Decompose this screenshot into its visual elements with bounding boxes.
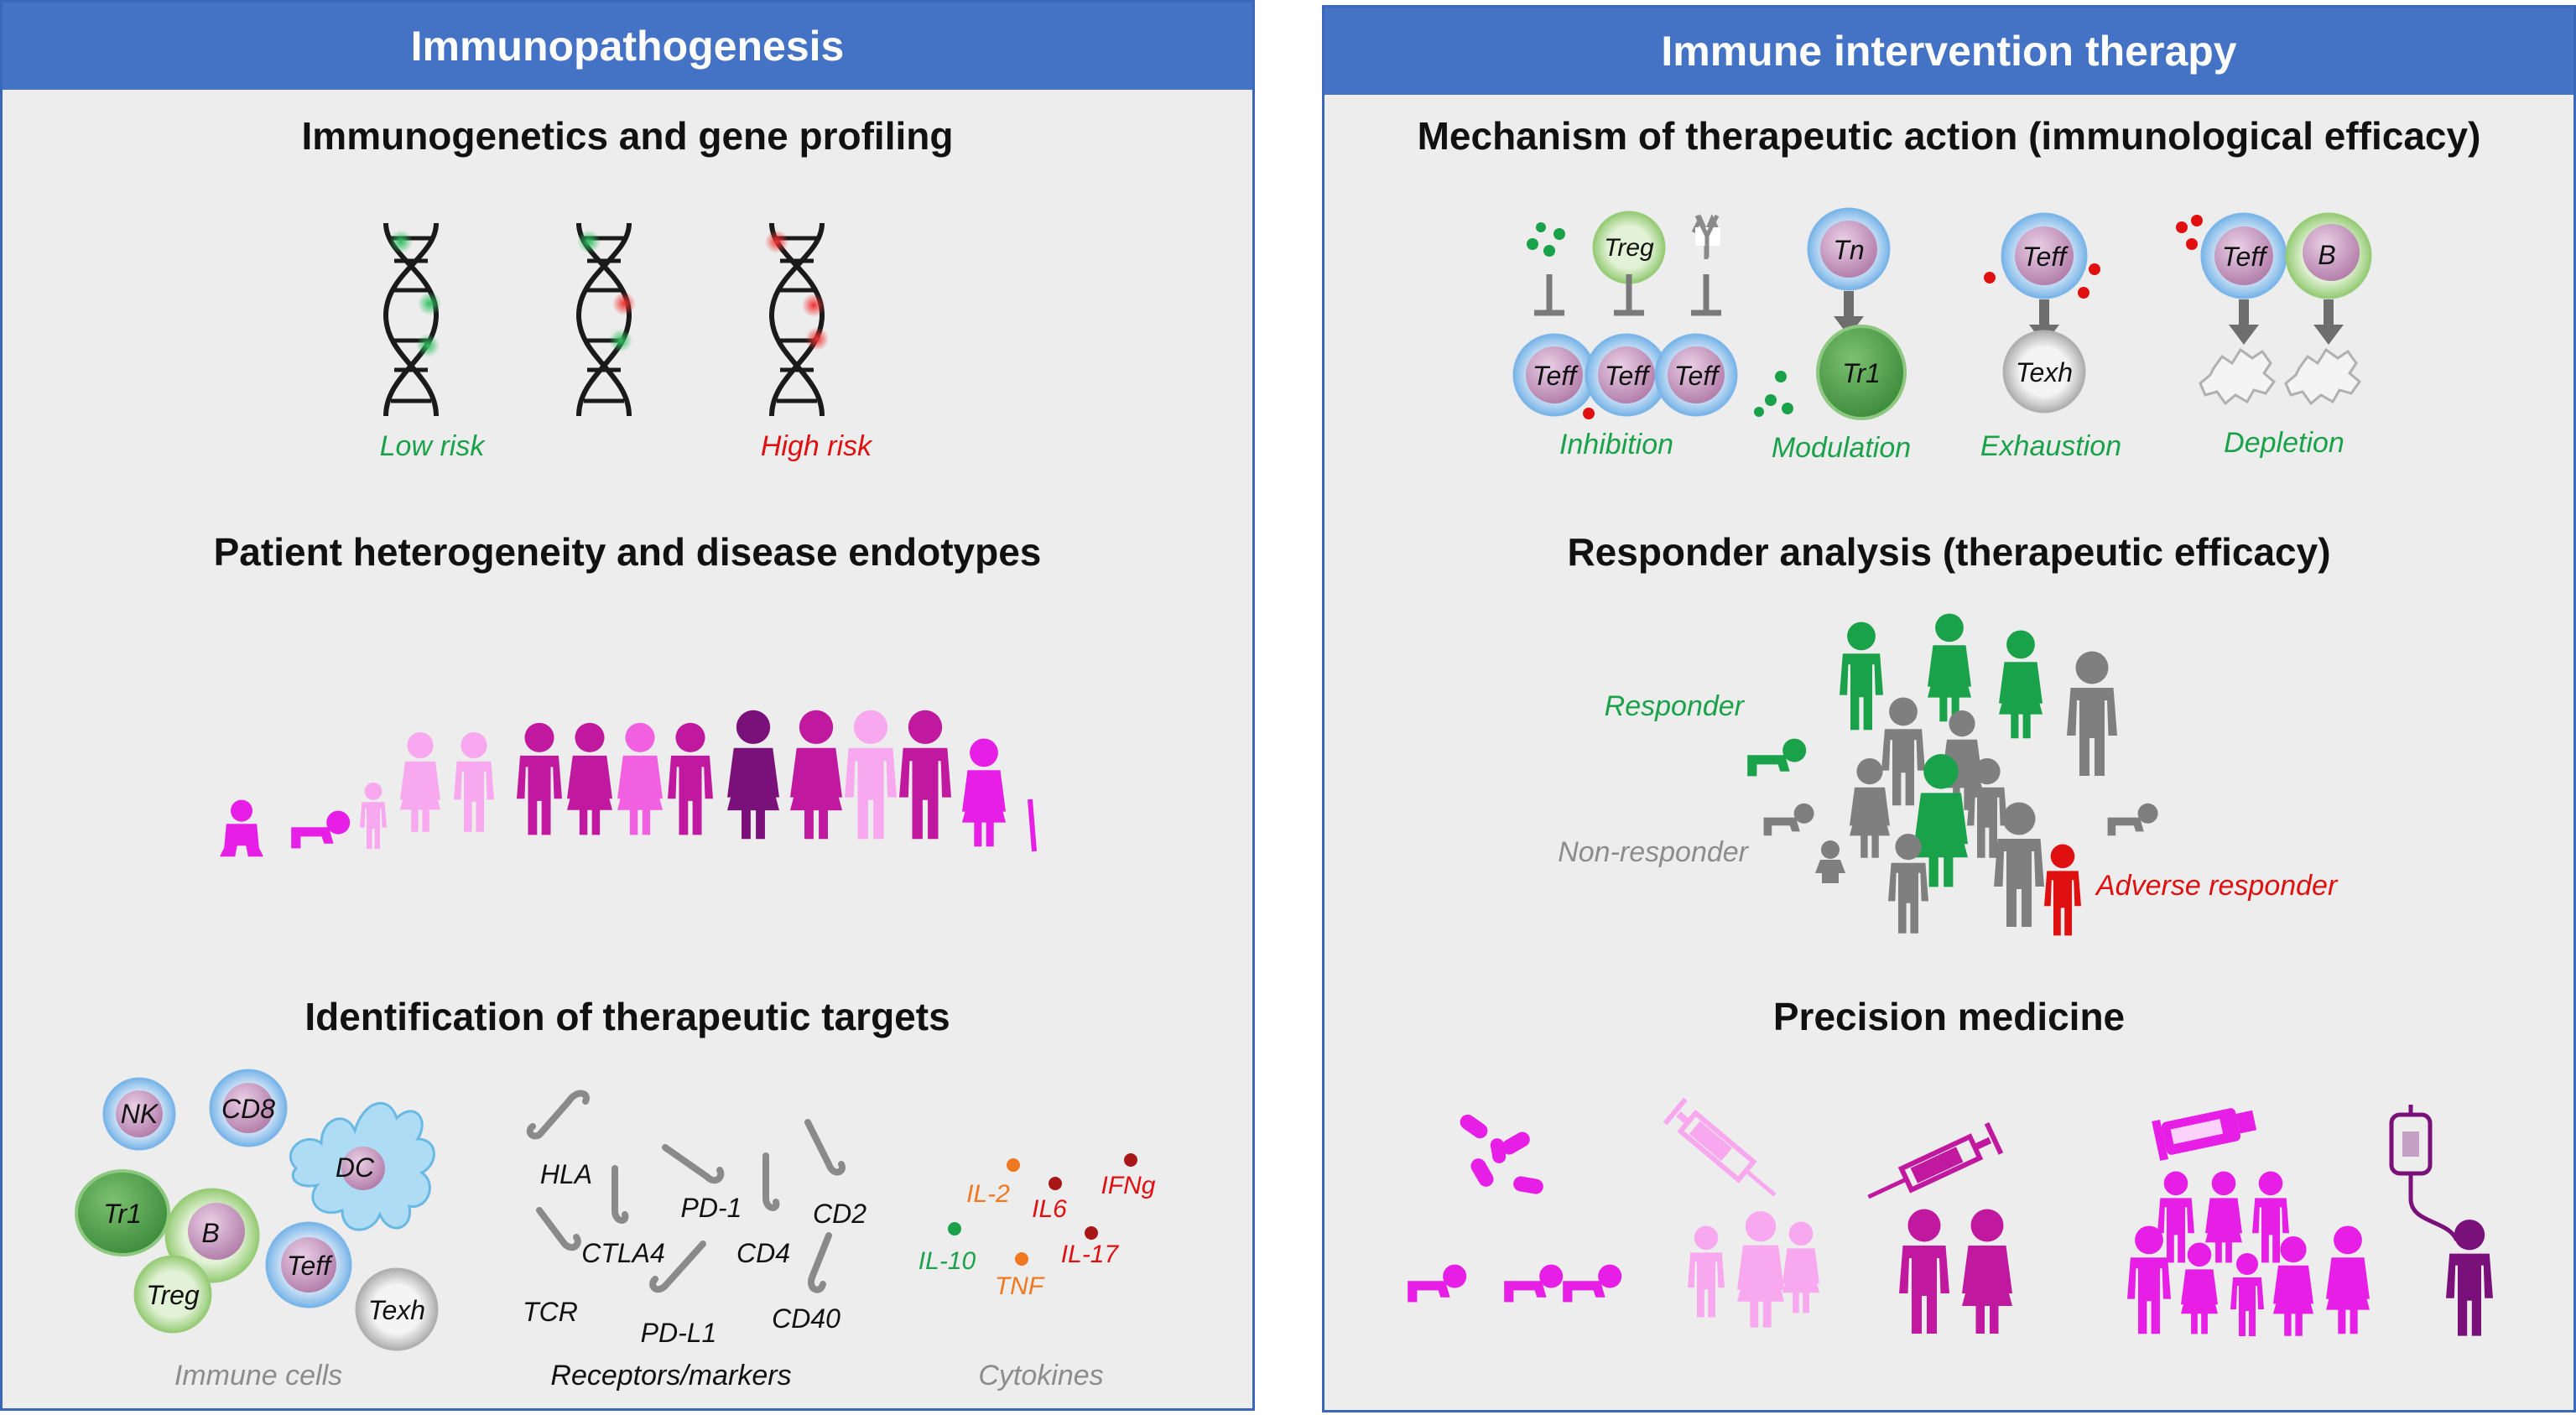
tr1-cell-icon: Tr1: [75, 1169, 170, 1256]
immunopathogenesis-panel: Immunopathogenesis Immunogenetics and ge…: [0, 0, 1255, 1411]
svg-text:Teff: Teff: [2022, 242, 2069, 272]
cytokines-caption: Cytokines: [978, 1360, 1103, 1392]
receptors-caption: Receptors/markers: [550, 1360, 791, 1392]
immunopathogenesis-illustration: Low risk High risk NK: [75, 3, 1156, 1392]
svg-text:Tn: Tn: [1833, 235, 1864, 265]
b-cell-icon: B: [164, 1188, 260, 1283]
svg-text:NK: NK: [121, 1099, 159, 1129]
receptors-icon: [526, 1090, 846, 1293]
high-risk-dna-icon: [765, 223, 829, 416]
exhaustion-label: Exhaustion: [1980, 430, 2121, 462]
inhibition-label: Inhibition: [1559, 429, 1673, 460]
nk-cell-icon: NK: [102, 1077, 176, 1151]
depletion-label: Depletion: [2224, 427, 2344, 459]
il10-label: IL-10: [919, 1247, 976, 1275]
svg-text:Tr1: Tr1: [1842, 358, 1881, 388]
mechanism-title: Mechanism of therapeutic action (immunol…: [1417, 114, 2481, 158]
responder-analysis-title: Responder analysis (therapeutic efficacy…: [1567, 530, 2331, 574]
svg-text:B: B: [2318, 240, 2335, 270]
syringe-pink-group-icon: [1663, 1097, 1819, 1328]
high-risk-label: High risk: [761, 430, 873, 462]
syringe-magenta-group-icon: [1867, 1121, 2012, 1334]
svg-text:Treg: Treg: [146, 1280, 200, 1310]
low-risk-label: Low risk: [380, 430, 487, 462]
gene-profiling-title: Immunogenetics and gene profiling: [301, 114, 954, 158]
immune-intervention-header: Immune intervention therapy: [1324, 8, 2573, 95]
immune-intervention-panel: Immune intervention therapy Mechanism of…: [1322, 5, 2576, 1412]
cytokine-dots-icon: [948, 1153, 1137, 1266]
texh-cell-icon: Texh: [355, 1267, 439, 1351]
cd8-cell-icon: CD8: [209, 1069, 288, 1147]
low-risk-dna-icon: [386, 223, 441, 416]
precision-medicine-title: Precision medicine: [1772, 995, 2126, 1038]
depletion-icon: Teff B: [2176, 212, 2372, 406]
pills-group-icon: [1408, 1114, 1622, 1303]
modulation-label: Modulation: [1772, 432, 1911, 464]
modulation-icon: Tn Tr1: [1754, 207, 1907, 420]
svg-text:Tr1: Tr1: [103, 1199, 142, 1229]
svg-text:Texh: Texh: [368, 1295, 425, 1325]
medium-risk-dna-icon: [577, 223, 636, 416]
cd2-label: CD2: [813, 1199, 866, 1229]
svg-text:B: B: [201, 1218, 219, 1248]
inhibition-icon: Treg Teff Teff Teff: [1512, 211, 1738, 419]
cd40-label: CD40: [772, 1303, 840, 1334]
il2-label: IL-2: [966, 1180, 1010, 1208]
tcr-label: TCR: [523, 1297, 578, 1327]
svg-text:Texh: Texh: [2016, 357, 2073, 388]
immune-intervention-illustration: Treg Teff Teff Teff Inhibition Tn Tr1 Mo…: [1408, 207, 2493, 1336]
ointment-group-icon: [2127, 1108, 2370, 1336]
treg-cell-icon: Treg: [133, 1255, 212, 1334]
therapeutic-targets-title: Identification of therapeutic targets: [304, 995, 950, 1038]
svg-text:Teff: Teff: [2222, 242, 2268, 272]
svg-text:Treg: Treg: [1604, 234, 1654, 262]
svg-text:Teff: Teff: [1605, 361, 1651, 391]
ifng-label: IFNg: [1101, 1172, 1155, 1199]
svg-text:CD8: CD8: [221, 1094, 275, 1124]
responder-label: Responder: [1605, 690, 1746, 722]
iv-drip-group-icon: [2389, 1105, 2493, 1336]
ctla4-label: CTLA4: [581, 1238, 665, 1268]
svg-text:DC: DC: [336, 1152, 375, 1183]
non-responder-label: Non-responder: [1558, 836, 1749, 868]
immunopathogenesis-header: Immunopathogenesis: [3, 3, 1252, 90]
adverse-responder-label: Adverse responder: [2095, 870, 2339, 902]
exhaustion-icon: Teff Texh: [1984, 212, 2100, 414]
responder-crowd-icon: [1747, 613, 2158, 936]
patient-population-icon: [220, 710, 1037, 857]
dendritic-cell-icon: DC: [289, 1101, 435, 1231]
il17-label: IL-17: [1061, 1241, 1120, 1268]
patient-heterogeneity-title: Patient heterogeneity and disease endoty…: [213, 530, 1042, 574]
pdl1-label: PD-L1: [641, 1318, 717, 1348]
il6-label: IL6: [1032, 1195, 1067, 1223]
pd1-label: PD-1: [681, 1193, 742, 1223]
svg-text:Teff: Teff: [1533, 361, 1579, 391]
immune-cells-caption: Immune cells: [174, 1360, 342, 1392]
svg-text:Teff: Teff: [287, 1251, 333, 1281]
svg-text:Teff: Teff: [1674, 361, 1720, 391]
tnf-label: TNF: [995, 1272, 1045, 1300]
hla-label: HLA: [540, 1159, 592, 1189]
teff-cell-icon: Teff: [265, 1221, 352, 1308]
cd4-label: CD4: [736, 1238, 790, 1268]
